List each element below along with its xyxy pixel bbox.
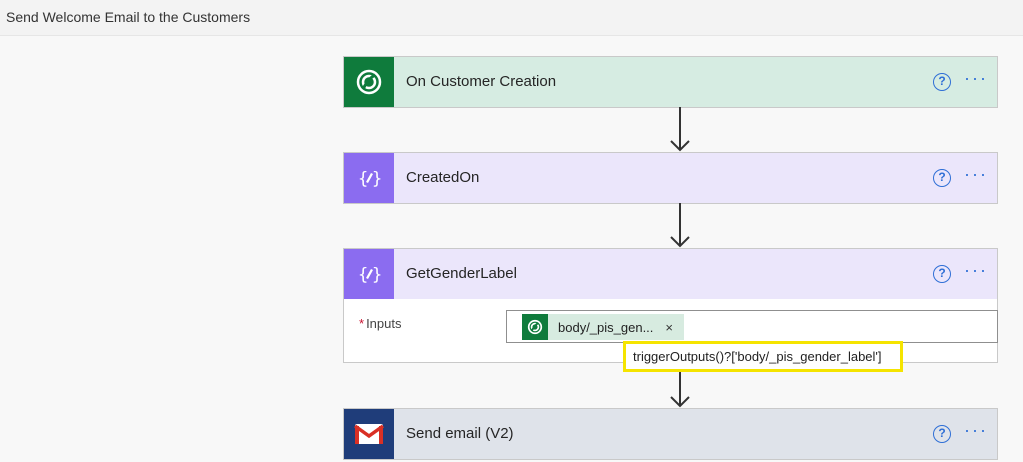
step-title: GetGenderLabel (406, 265, 517, 282)
help-icon[interactable]: ? (933, 169, 951, 187)
svg-text:}: } (372, 169, 382, 189)
tooltip-text: triggerOutputs()?['body/_pis_gender_labe… (633, 349, 882, 364)
step-send-email[interactable]: Send email (V2) ? ··· (343, 408, 998, 460)
step-getgenderlabel[interactable]: {} GetGenderLabel ? ··· *Inputs body/_pi… (343, 248, 998, 363)
arrow-down-icon (670, 203, 690, 248)
svg-text:{: { (358, 169, 368, 189)
expression-tooltip: triggerOutputs()?['body/_pis_gender_labe… (623, 341, 903, 372)
step-header[interactable]: On Customer Creation ? ··· (344, 57, 997, 107)
more-options-button[interactable]: ··· (964, 164, 988, 184)
step-title: CreatedOn (406, 169, 480, 186)
title-bar: Send Welcome Email to the Customers (0, 0, 1023, 36)
remove-token-button[interactable]: × (665, 319, 673, 335)
step-header[interactable]: Send email (V2) ? ··· (344, 409, 997, 459)
required-mark: * (359, 316, 365, 331)
compose-icon: {} (344, 249, 394, 299)
help-icon[interactable]: ? (933, 73, 951, 91)
more-options-button[interactable]: ··· (964, 260, 988, 280)
help-icon[interactable]: ? (933, 425, 951, 443)
dataverse-icon (344, 57, 394, 107)
compose-icon: {} (344, 153, 394, 203)
inputs-label-text: Inputs (366, 316, 402, 331)
step-createdon[interactable]: {} CreatedOn ? ··· (343, 152, 998, 204)
step-title: On Customer Creation (406, 73, 557, 90)
step-on-customer-creation[interactable]: On Customer Creation ? ··· (343, 56, 998, 108)
svg-text:{: { (358, 265, 368, 285)
help-icon[interactable]: ? (933, 265, 951, 283)
more-options-button[interactable]: ··· (964, 420, 988, 440)
gmail-icon (344, 409, 394, 459)
step-header[interactable]: {} GetGenderLabel ? ··· (344, 249, 997, 299)
step-header[interactable]: {} CreatedOn ? ··· (344, 153, 997, 203)
svg-text:}: } (372, 265, 382, 285)
step-title: Send email (V2) (406, 425, 514, 442)
more-options-button[interactable]: ··· (964, 68, 988, 88)
inputs-field[interactable]: body/_pis_gen... × (506, 310, 998, 343)
arrow-down-icon (670, 107, 690, 152)
inputs-label: *Inputs (359, 316, 401, 331)
token-label: body/_pis_gen... (558, 319, 654, 335)
dynamic-content-token[interactable]: body/_pis_gen... × (522, 314, 684, 340)
dataverse-icon (522, 314, 548, 340)
flow-title: Send Welcome Email to the Customers (6, 9, 251, 25)
